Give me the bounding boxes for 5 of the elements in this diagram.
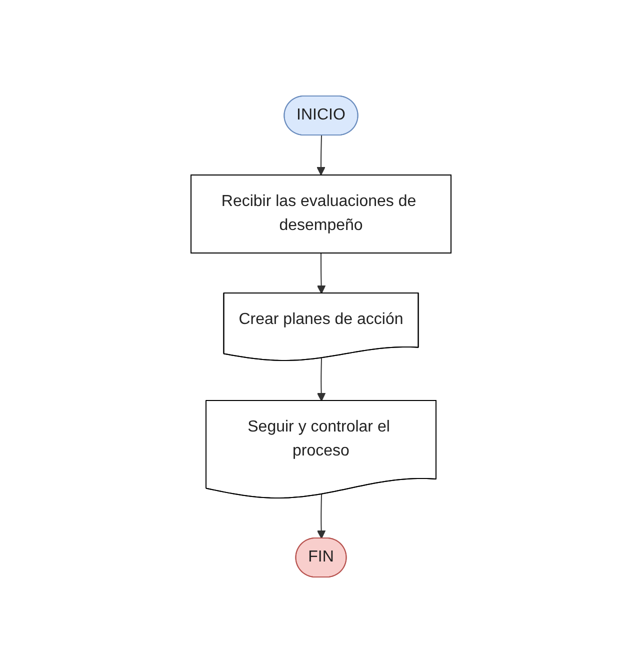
arrow (316, 252, 326, 294)
arrow (316, 134, 326, 175)
arrow (316, 493, 326, 538)
arrow (316, 357, 326, 401)
node-box: Recibir las evaluaciones de desempeño (190, 174, 452, 253)
